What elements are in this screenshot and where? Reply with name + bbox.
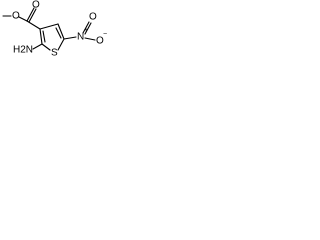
ring-bond-c3-c4 bbox=[39, 23, 59, 30]
chemical-structure-diagram: O O S H2N N + O O − bbox=[2, 0, 107, 59]
ring-bond-c4-c5 bbox=[57, 23, 65, 40]
amine-bond bbox=[32, 43, 43, 50]
ring-bond-c4-c5-inner bbox=[55, 27, 62, 39]
ring-bond-s-c2 bbox=[41, 43, 51, 51]
nitro-double-bond-1 bbox=[82, 21, 90, 34]
nitro-oxygen-charge: − bbox=[103, 31, 107, 38]
ring-bond-c5-s bbox=[57, 38, 65, 51]
carbonyl-double-bond-1 bbox=[26, 7, 35, 22]
ring-bond-c2-c3 bbox=[39, 28, 43, 45]
nitro-single-bond bbox=[84, 37, 96, 41]
nitro-nitrogen-label: N bbox=[77, 32, 84, 43]
nitro-nitrogen-charge: + bbox=[84, 27, 88, 34]
nitro-bond bbox=[63, 36, 77, 40]
ester-oxygen-label: O bbox=[12, 11, 20, 22]
nitro-oxygen-top-label: O bbox=[89, 12, 97, 23]
nitro-double-bond-2 bbox=[84, 22, 92, 35]
ring-bond-c2-c3-inner bbox=[42, 30, 46, 43]
carbonyl-double-bond-2 bbox=[28, 8, 37, 23]
amine-label: H2N bbox=[13, 45, 33, 56]
ring-sulfur-label: S bbox=[51, 48, 58, 59]
carbonyl-to-ring-bond bbox=[26, 20, 41, 30]
nitro-oxygen-right-label: O bbox=[96, 36, 104, 47]
ester-o-to-carbonyl-bond bbox=[18, 16, 28, 22]
carbonyl-oxygen-label: O bbox=[32, 0, 40, 11]
